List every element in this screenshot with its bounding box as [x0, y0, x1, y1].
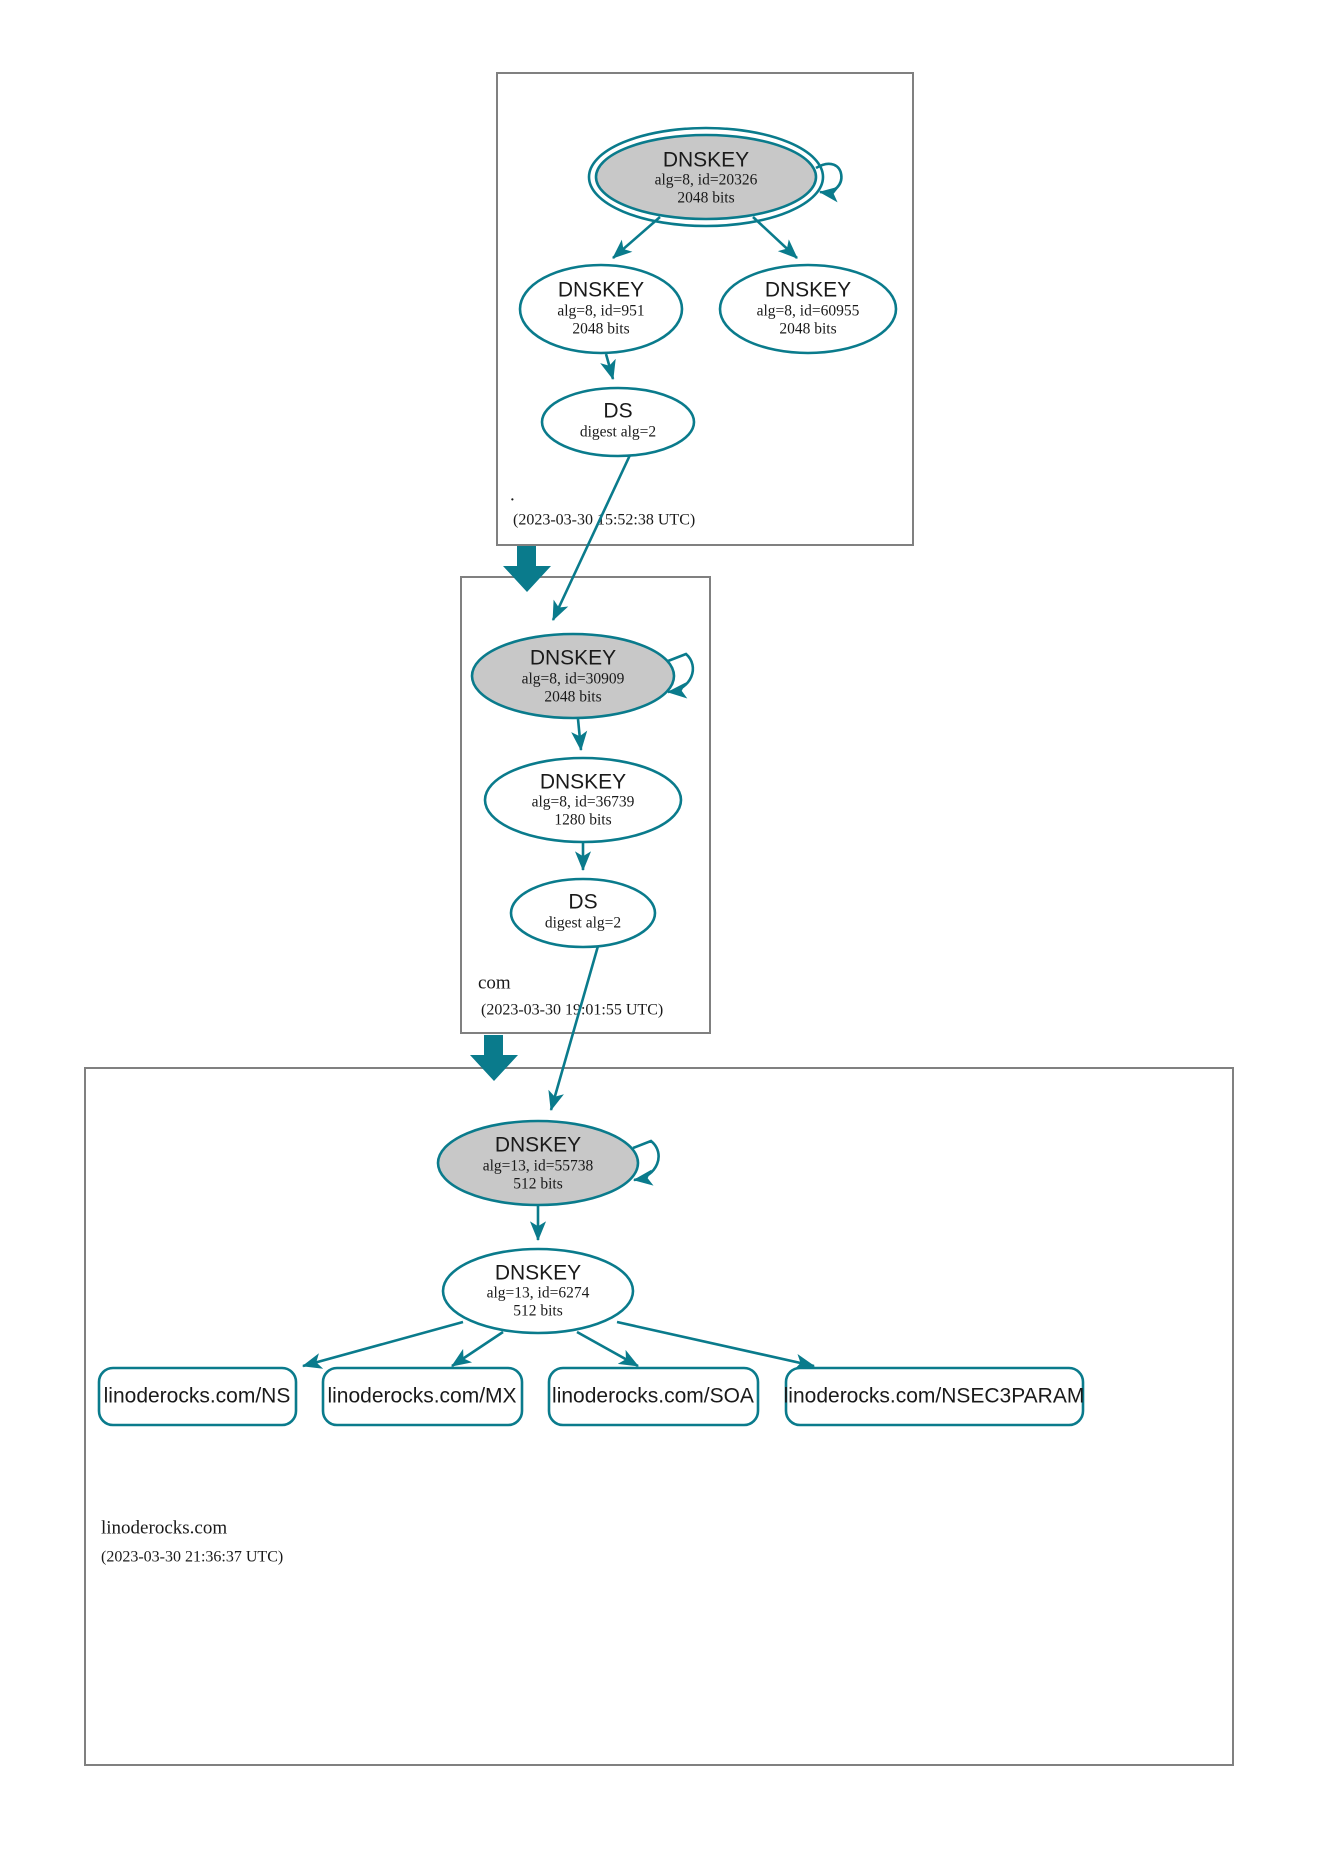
rrset-mx-box: [321, 1366, 524, 1427]
root-ksk-size: 2048 bits: [677, 190, 734, 207]
trust-anchor-outer-ring: [587, 126, 825, 228]
root-ds-type: DS: [603, 400, 632, 423]
com-zsk-size: 1280 bits: [554, 812, 611, 829]
root-zsk-60955-ellipse: [718, 263, 898, 355]
root-zsk-951-detail: alg=8, id=951: [557, 303, 644, 320]
edge-lr-zsk-to-nsec3param: [616, 1320, 816, 1370]
edge-lr-zsk-to-ns: [301, 1320, 464, 1369]
node-root-ds[interactable]: DS digest alg=2: [540, 386, 696, 458]
root-zsk-951-size: 2048 bits: [572, 321, 629, 338]
rrset-nsec3param-box: [784, 1366, 1085, 1427]
node-root-zsk-60955[interactable]: DNSKEY alg=8, id=60955 2048 bits: [718, 263, 898, 355]
edge-root-zsk951-to-ds: [600, 353, 616, 381]
rrset-nsec3param-label: linoderocks.com/NSEC3PARAM: [784, 1385, 1085, 1408]
com-ksk-type: DNSKEY: [530, 647, 616, 670]
root-zsk-60955-detail: alg=8, id=60955: [757, 303, 860, 320]
edge-com-ksk-self-loop: [666, 652, 695, 699]
lr-zsk-type: DNSKEY: [495, 1262, 581, 1285]
com-ksk-detail: alg=8, id=30909: [522, 671, 625, 688]
zone-com: DNSKEY alg=8, id=30909 2048 bits DNSKEY …: [460, 454, 711, 1034]
lr-ksk-ellipse: [436, 1119, 640, 1207]
rrset-ns-box: [97, 1366, 298, 1427]
zone-com-timestamp: (2023-03-30 19:01:55 UTC): [481, 1002, 663, 1019]
zone-linoderocks: DNSKEY alg=13, id=55738 512 bits DNSKEY …: [84, 945, 1234, 1766]
zone-root-label: .: [510, 484, 515, 505]
rrset-soa-label: linoderocks.com/SOA: [552, 1385, 754, 1408]
edge-com-ksk-to-zsk: [571, 718, 588, 752]
zone-linoderocks-timestamp: (2023-03-30 21:36:37 UTC): [101, 1549, 283, 1566]
com-ds-type: DS: [568, 891, 597, 914]
node-com-ksk[interactable]: DNSKEY alg=8, id=30909 2048 bits: [470, 632, 676, 720]
rrset-ns-label: linoderocks.com/NS: [104, 1385, 291, 1408]
node-root-ksk[interactable]: DNSKEY alg=8, id=20326 2048 bits: [587, 126, 825, 228]
rrset-mx[interactable]: linoderocks.com/MX: [321, 1366, 524, 1427]
com-zsk-type: DNSKEY: [540, 771, 626, 794]
edge-lr-ksk-self-loop: [632, 1139, 660, 1186]
root-zsk-60955-size: 2048 bits: [779, 321, 836, 338]
com-zsk-ellipse: [483, 756, 683, 844]
root-zsk-951-ellipse: [518, 263, 684, 355]
lr-ksk-detail: alg=13, id=55738: [483, 1158, 594, 1175]
root-ksk-type: DNSKEY: [663, 149, 749, 172]
com-ds-ellipse: [509, 877, 657, 949]
edge-root-ksk-to-zsk60955: [752, 216, 798, 259]
edge-root-ds-to-com-ksk: [551, 454, 632, 621]
root-ds-ellipse: [540, 386, 696, 458]
edge-root-ksk-self-loop: [815, 162, 843, 203]
lr-ksk-type: DNSKEY: [495, 1134, 581, 1157]
lr-zsk-ellipse: [441, 1247, 635, 1335]
root-zsk-60955-type: DNSKEY: [765, 279, 851, 302]
zone-com-label: com: [478, 972, 511, 993]
rrset-soa-box: [547, 1366, 760, 1427]
edge-lr-zsk-to-soa: [576, 1330, 639, 1368]
delegation-arrow-com-to-linoderocks: [470, 1035, 518, 1081]
rrset-mx-label: linoderocks.com/MX: [327, 1385, 516, 1408]
node-lr-zsk[interactable]: DNSKEY alg=13, id=6274 512 bits: [441, 1247, 635, 1335]
node-lr-ksk[interactable]: DNSKEY alg=13, id=55738 512 bits: [436, 1119, 640, 1207]
rrset-ns[interactable]: linoderocks.com/NS: [97, 1366, 298, 1427]
node-com-ds[interactable]: DS digest alg=2: [509, 877, 657, 949]
root-ksk-detail: alg=8, id=20326: [655, 172, 758, 189]
lr-zsk-size: 512 bits: [513, 1303, 563, 1320]
lr-zsk-detail: alg=13, id=6274: [487, 1285, 590, 1302]
root-ksk-ellipse: [594, 133, 818, 221]
com-ds-detail: digest alg=2: [545, 915, 621, 932]
com-ksk-size: 2048 bits: [544, 689, 601, 706]
edge-com-ds-to-lr-ksk: [548, 945, 600, 1111]
edge-lr-zsk-to-mx: [451, 1330, 504, 1368]
zone-root: DNSKEY alg=8, id=20326 2048 bits DNSKEY …: [496, 72, 914, 546]
rrset-nsec3param[interactable]: linoderocks.com/NSEC3PARAM: [784, 1366, 1085, 1427]
root-ds-detail: digest alg=2: [580, 424, 656, 441]
rrset-soa[interactable]: linoderocks.com/SOA: [547, 1366, 760, 1427]
node-com-zsk[interactable]: DNSKEY alg=8, id=36739 1280 bits: [483, 756, 683, 844]
root-zsk-951-type: DNSKEY: [558, 279, 644, 302]
zone-root-timestamp: (2023-03-30 15:52:38 UTC): [513, 512, 695, 529]
zone-linoderocks-label: linoderocks.com: [101, 1517, 227, 1538]
com-zsk-detail: alg=8, id=36739: [532, 794, 635, 811]
lr-ksk-size: 512 bits: [513, 1176, 563, 1193]
node-root-zsk-951[interactable]: DNSKEY alg=8, id=951 2048 bits: [518, 263, 684, 355]
delegation-arrow-root-to-com: [503, 546, 551, 592]
edge-root-ksk-to-zsk951: [612, 216, 661, 259]
com-ksk-ellipse: [470, 632, 676, 720]
